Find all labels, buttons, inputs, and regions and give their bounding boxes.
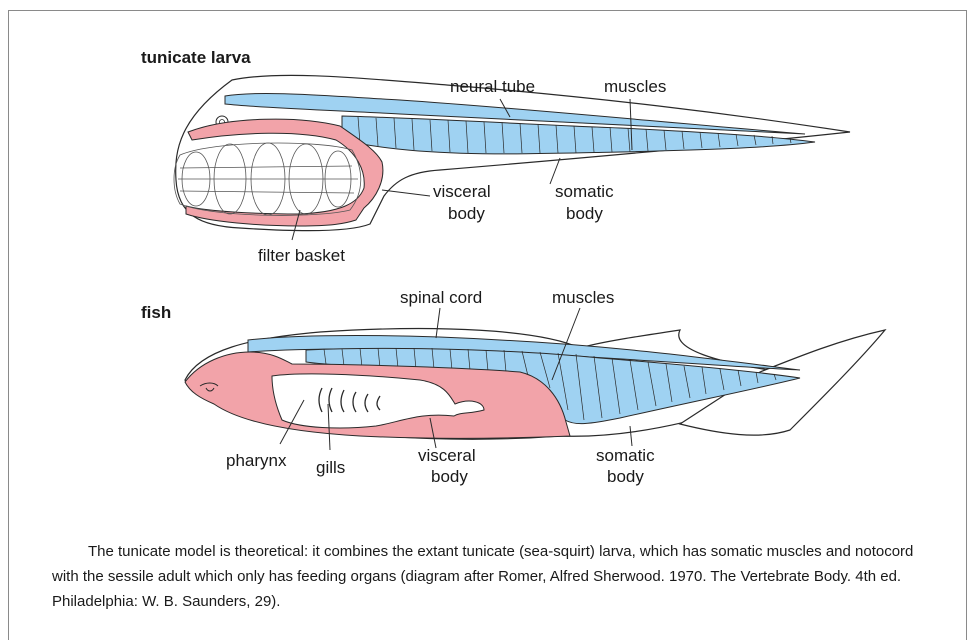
figure-caption: The tunicate model is theoretical: it co… (52, 539, 932, 614)
fish-title: fish (141, 303, 171, 322)
label-fish-visceral-2: body (431, 467, 468, 486)
label-fish-somatic-2: body (607, 467, 644, 486)
fish-figure: fish spinal cord muscles pharynx gills v… (141, 288, 885, 486)
label-fish-muscles: muscles (552, 288, 614, 307)
tunicate-title: tunicate larva (141, 48, 251, 67)
label-fish-visceral-1: visceral (418, 446, 476, 465)
label-gills: gills (316, 458, 345, 477)
tunicate-larva-figure: tunicate larva neural tube muscles visce… (141, 48, 850, 265)
label-neural-tube: neural tube (450, 77, 535, 96)
label-tunicate-somatic-2: body (566, 204, 603, 223)
diagram-svg: tunicate larva neural tube muscles visce… (0, 0, 977, 535)
label-tunicate-muscles: muscles (604, 77, 666, 96)
label-fish-somatic-1: somatic (596, 446, 655, 465)
label-tunicate-somatic-1: somatic (555, 182, 614, 201)
label-spinal-cord: spinal cord (400, 288, 482, 307)
label-tunicate-visceral-2: body (448, 204, 485, 223)
label-tunicate-visceral-1: visceral (433, 182, 491, 201)
label-filter-basket: filter basket (258, 246, 345, 265)
label-pharynx: pharynx (226, 451, 287, 470)
